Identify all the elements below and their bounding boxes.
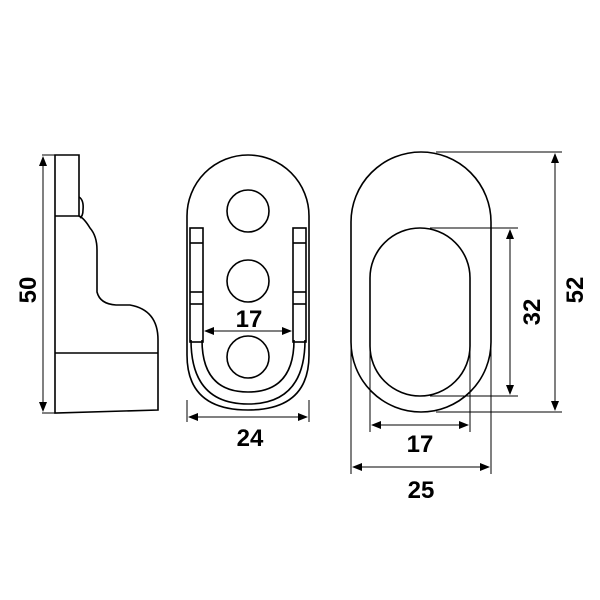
outer-height-label: 52 (562, 277, 589, 304)
mount-hole-bottom (226, 335, 270, 379)
side-view: 50 (15, 154, 159, 414)
inner-height-label: 32 (519, 299, 546, 326)
top-view: 52 32 17 25 (350, 151, 589, 504)
mount-hole-top (226, 189, 270, 233)
mount-hole-middle (226, 259, 270, 303)
front-view: 17 24 (186, 154, 310, 452)
front-inner-width-label: 17 (236, 306, 263, 333)
side-height-label: 50 (15, 277, 42, 304)
inner-width-label: 17 (407, 431, 434, 458)
front-outer-width-label: 24 (237, 425, 264, 452)
outer-width-label: 25 (408, 477, 435, 504)
